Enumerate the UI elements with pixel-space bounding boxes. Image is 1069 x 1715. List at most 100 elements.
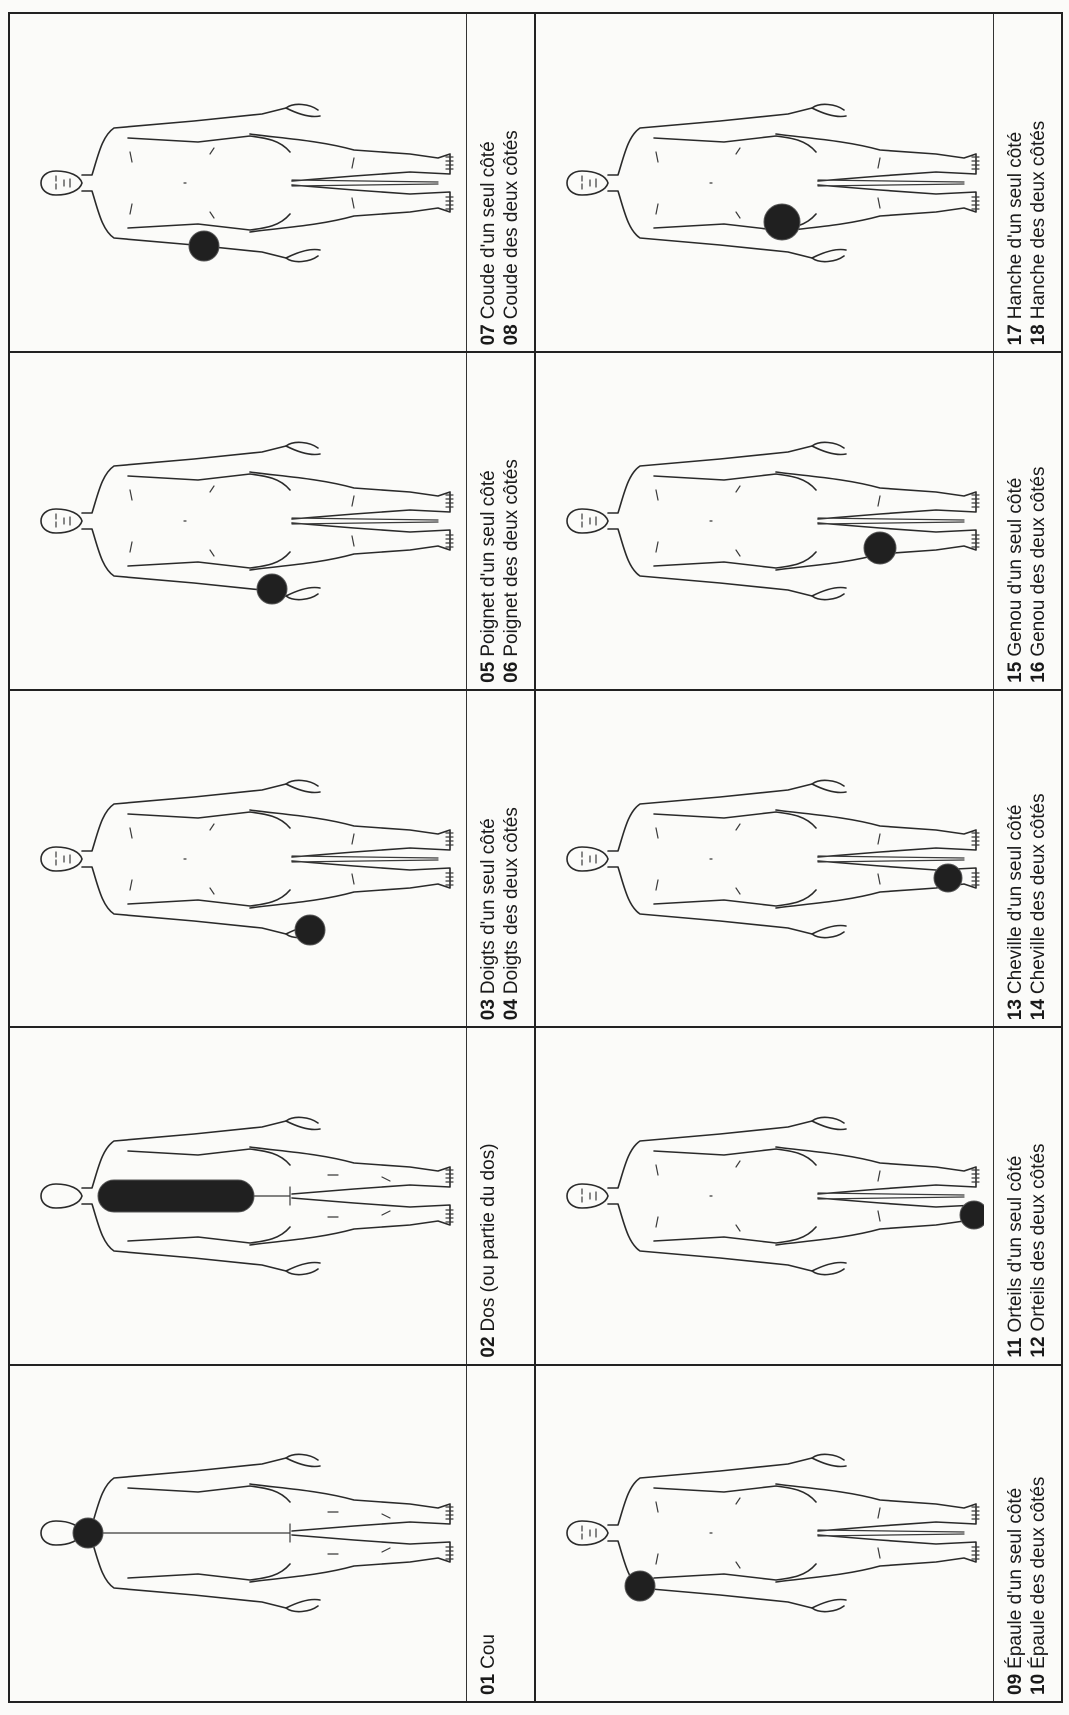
body-part-text: Poignet des deux côtés (501, 459, 522, 657)
body-part-text: Hanche des deux côtés (1028, 121, 1049, 320)
code-number: 18 (1028, 324, 1049, 345)
code-number: 17 (1005, 324, 1026, 345)
body-figure-front (536, 691, 994, 1026)
highlight-mark-back (98, 1180, 254, 1212)
body-outline-figure (18, 1374, 458, 1692)
label-line: 12Orteils des deux côtés (1027, 1028, 1050, 1357)
body-figure-front (10, 14, 466, 351)
body-part-text: Épaule d'un seul côté (1005, 1488, 1026, 1669)
highlight-mark-shoulder (625, 1571, 655, 1601)
body-part-text: Orteils des deux côtés (1028, 1143, 1049, 1331)
label-line: 09 Épaule d'un seul côté (1004, 1366, 1027, 1695)
body-part-grid: 01Cou 02Dos (ou partie du dos) 03Doigts … (8, 12, 1063, 1703)
highlight-mark-knee (864, 532, 896, 564)
label-line: 02 Dos (ou partie du dos) (477, 1028, 500, 1357)
code-number: 13 (1005, 999, 1026, 1020)
body-figure-front (536, 14, 994, 351)
code-number: 14 (1028, 999, 1049, 1020)
label-line: 14Cheville des deux côtés (1027, 691, 1050, 1020)
code-number: 05 (478, 662, 499, 683)
code-number: 10 (1028, 1674, 1049, 1695)
label-line: 01 Cou (477, 1366, 500, 1695)
label-line: 18 Hanche des deux côtés (1027, 14, 1050, 345)
body-part-text: Genou d'un seul côté (1005, 478, 1026, 657)
label-line: 08Coude des deux côtés (500, 14, 523, 345)
code-number: 09 (1005, 1674, 1026, 1695)
body-part-text: Orteils d'un seul côté (1005, 1156, 1026, 1333)
highlight-mark-fingers (295, 915, 325, 945)
label-line: 13 Cheville d'un seul côté (1004, 691, 1027, 1020)
highlight-mark-neck (73, 1518, 103, 1548)
body-part-text: Cheville d'un seul côté (1005, 805, 1026, 995)
body-outline-figure (544, 1374, 984, 1692)
label-line: 05 Poignet d'un seul côté (477, 353, 500, 682)
body-part-text: Cou (478, 1634, 499, 1669)
body-figure-front (536, 1366, 994, 1701)
label-line: 03 Doigts d'un seul côté (477, 691, 500, 1020)
label-line: 04 Doigts des deux côtés (500, 691, 523, 1020)
body-figure-front (10, 353, 466, 688)
body-outline-figure (18, 1037, 458, 1355)
body-part-text: Coude d'un seul côté (478, 141, 499, 319)
body-part-text: Hanche d'un seul côté (1005, 132, 1026, 319)
label-line: 06 Poignet des deux côtés (500, 353, 523, 682)
highlight-mark-toes (960, 1201, 984, 1229)
code-number: 16 (1028, 662, 1049, 683)
body-part-cell-neck: 01 Cou (10, 1364, 536, 1701)
body-part-label: 02 Dos (ou partie du dos) (466, 1028, 534, 1363)
body-figure-front (536, 353, 994, 688)
body-part-label: 01 Cou (466, 1366, 534, 1701)
body-part-text: Doigts des deux côtés (501, 807, 522, 994)
label-line: 15 Genou d'un seul côté (1004, 353, 1027, 682)
body-figure-front (10, 691, 466, 1026)
code-number: 02 (478, 1336, 499, 1357)
highlight-mark-hip (764, 204, 800, 240)
body-outline-figure (18, 24, 458, 342)
body-outline-figure (544, 700, 984, 1018)
highlight-mark-elbow (189, 231, 219, 261)
code-number: 01 (478, 1674, 499, 1695)
body-part-text: Épaule des deux côtés (1028, 1477, 1049, 1669)
body-outline-figure (544, 362, 984, 680)
code-number: 07 (478, 324, 499, 345)
body-part-text: Poignet d'un seul côté (478, 470, 499, 656)
label-line: 07 Coude d'un seul côté (477, 14, 500, 345)
code-number: 03 (478, 999, 499, 1020)
body-figure-front (536, 1028, 994, 1363)
body-part-text: Coude des deux côtés (501, 130, 522, 319)
label-line: 10 Épaule des deux côtés (1027, 1366, 1050, 1695)
code-number: 11 (1005, 1338, 1026, 1358)
code-number: 15 (1005, 662, 1026, 683)
code-number: 06 (501, 662, 522, 683)
label-line: 11 Orteils d'un seul côté (1004, 1028, 1027, 1357)
body-part-text: Doigts d'un seul côté (478, 818, 499, 994)
label-line: 17 Hanche d'un seul côté (1004, 14, 1027, 345)
label-line: 16Genou des deux côtés (1027, 353, 1050, 682)
body-figure-back (10, 1028, 466, 1363)
body-outline-figure (18, 700, 458, 1018)
body-outline-figure (544, 24, 984, 342)
highlight-mark-ankle (934, 864, 962, 892)
body-part-text: Dos (ou partie du dos) (478, 1143, 499, 1331)
code-number: 04 (501, 999, 522, 1020)
body-figure-back (10, 1366, 466, 1701)
body-outline-figure (544, 1037, 984, 1355)
body-part-cell-back: 02 Dos (ou partie du dos) (10, 1026, 536, 1363)
body-outline-figure (18, 362, 458, 680)
